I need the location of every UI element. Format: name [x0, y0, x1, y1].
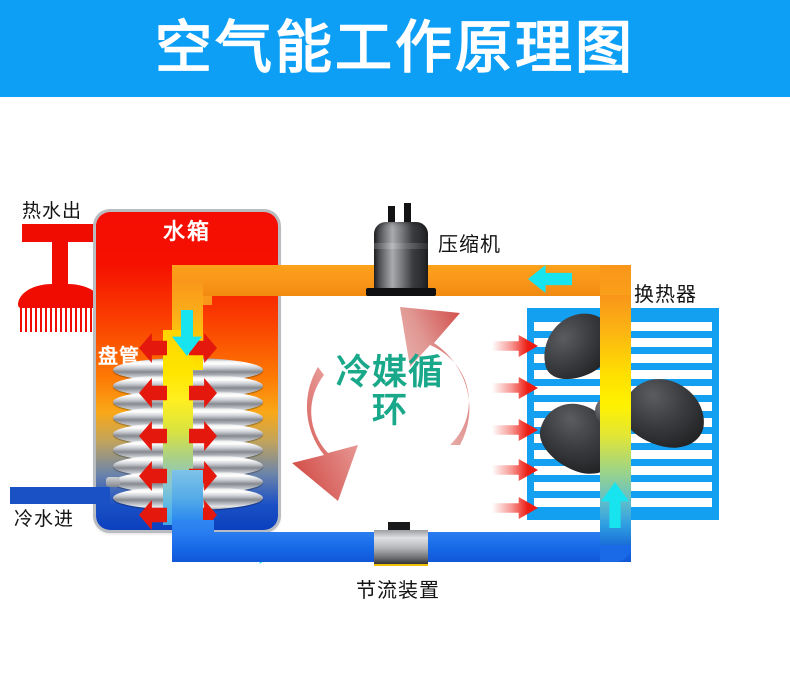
compressor-pin: [404, 203, 411, 225]
page-title: 空气能工作原理图: [155, 15, 635, 81]
compressor-pin: [388, 206, 395, 225]
hot-water-pipe-horizontal: [22, 224, 110, 242]
label-water-tank: 水箱: [162, 220, 211, 245]
shower-water-streams-icon: [20, 306, 100, 332]
heat-arrow-right: [492, 418, 538, 442]
heat-arrow-right: [492, 496, 538, 520]
header-banner: 空气能工作原理图: [0, 0, 790, 97]
coil-end-stub: [106, 477, 120, 487]
cycle-arrow-svg: [292, 307, 470, 501]
shower-head-icon: [18, 284, 102, 308]
label-cold-water-in: 冷水进: [14, 508, 75, 530]
heat-arrow-right: [492, 334, 538, 358]
heat-arrow-pair: [139, 333, 217, 363]
cold-water-inlet-pipe: [10, 487, 110, 504]
heat-arrow-pair: [139, 421, 217, 451]
label-hot-water-out: 热水出: [22, 200, 83, 222]
heat-arrow-pair: [139, 378, 217, 408]
label-refrigerant-cycle: 冷媒循环: [335, 353, 444, 431]
heat-arrow-right: [492, 458, 538, 482]
heat-arrow-right: [492, 376, 538, 400]
label-compressor: 压缩机: [438, 232, 501, 256]
label-heat-exchanger: 换热器: [634, 282, 697, 306]
throttle-device-icon: [374, 530, 428, 566]
compressor-base: [366, 288, 436, 296]
compressor-band: [374, 243, 428, 249]
hot-water-pipe-vertical: [52, 236, 68, 290]
label-throttle-device: 节流装置: [356, 578, 440, 602]
refrigerant-cycle-loop: [284, 305, 502, 505]
fan-blade: [620, 371, 708, 455]
compressor-icon: [374, 222, 428, 292]
throttle-tab: [388, 522, 410, 532]
